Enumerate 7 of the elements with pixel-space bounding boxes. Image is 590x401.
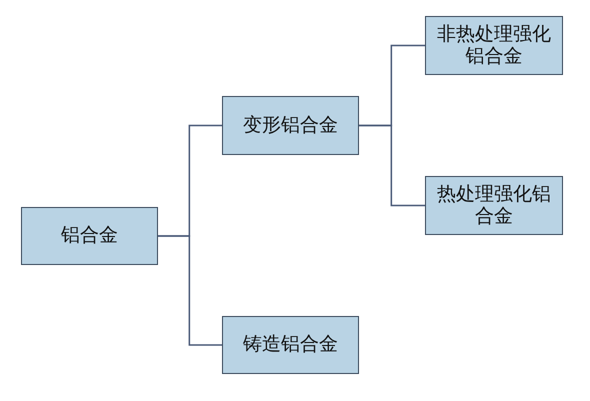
category-box: 热处理强化铝合金 (425, 176, 563, 235)
category-box: 铝合金 (21, 207, 158, 265)
connector-line (158, 235, 222, 346)
category-box: 变形铝合金 (222, 96, 359, 155)
category-box: 铸造铝合金 (222, 316, 359, 374)
connector-line (359, 124, 425, 206)
category-box: 非热处理强化铝合金 (425, 16, 563, 75)
